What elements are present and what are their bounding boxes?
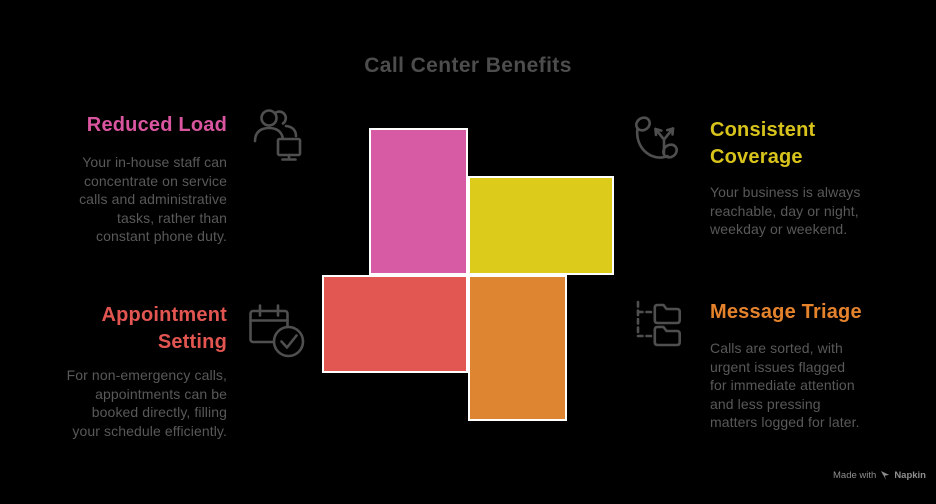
- section-reduced-load-body: Your in-house staff can concentrate on s…: [20, 153, 227, 246]
- reduced-load-heading: Reduced Load: [86, 114, 227, 136]
- section-message-triage: Message Triage: [710, 299, 930, 326]
- page-title: Call Center Benefits: [364, 54, 572, 77]
- watermark-brand: Napkin: [894, 470, 926, 481]
- consistent-coverage-heading: Consistent Coverage: [710, 119, 816, 168]
- section-consistent-coverage-body: Your business is always reachable, day o…: [710, 183, 890, 239]
- section-appointment-setting: Appointment Setting: [20, 302, 227, 356]
- pinwheel-yellow-block: [468, 176, 614, 275]
- napkin-logo-icon: [880, 470, 890, 481]
- people-monitor-icon: [250, 106, 304, 164]
- folder-triage-icon: [631, 296, 685, 352]
- phone-routing-icon: [631, 112, 685, 166]
- section-message-triage-body: Calls are sorted, with urgent issues fla…: [710, 339, 905, 432]
- pinwheel-red-block: [322, 275, 468, 373]
- calendar-check-icon: [247, 301, 305, 359]
- appointment-setting-heading: Appointment Setting: [101, 304, 227, 353]
- section-reduced-load: Reduced Load: [20, 112, 227, 139]
- watermark: Made with Napkin: [833, 470, 926, 481]
- message-triage-body: Calls are sorted, with urgent issues fla…: [710, 340, 860, 430]
- message-triage-heading: Message Triage: [710, 301, 862, 323]
- watermark-prefix: Made with: [833, 470, 877, 481]
- pinwheel-orange-block: [468, 275, 567, 421]
- section-appointment-setting-body: For non-emergency calls, appointments ca…: [20, 366, 227, 440]
- consistent-coverage-body: Your business is always reachable, day o…: [710, 184, 861, 237]
- section-consistent-coverage: Consistent Coverage: [710, 117, 860, 171]
- pinwheel-pink-block: [369, 128, 468, 275]
- reduced-load-body: Your in-house staff can concentrate on s…: [79, 154, 227, 244]
- appointment-setting-body: For non-emergency calls, appointments ca…: [66, 367, 227, 439]
